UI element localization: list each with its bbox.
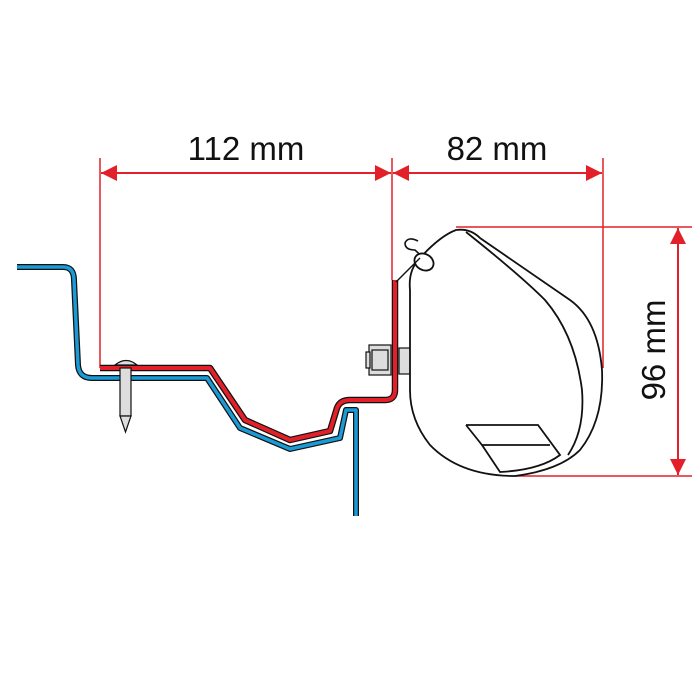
bolt-nut [365, 344, 412, 376]
adapter-bracket [100, 280, 399, 444]
extension-lines [99, 158, 692, 477]
dimension-label-96: 96 mm [635, 300, 672, 401]
screw [113, 359, 139, 434]
awning-housing [395, 228, 604, 477]
dimension-lines [101, 165, 686, 475]
dimension-label-82: 82 mm [447, 130, 548, 167]
vehicle-roof-profile [17, 264, 359, 516]
dimension-label-112: 112 mm [188, 130, 305, 167]
